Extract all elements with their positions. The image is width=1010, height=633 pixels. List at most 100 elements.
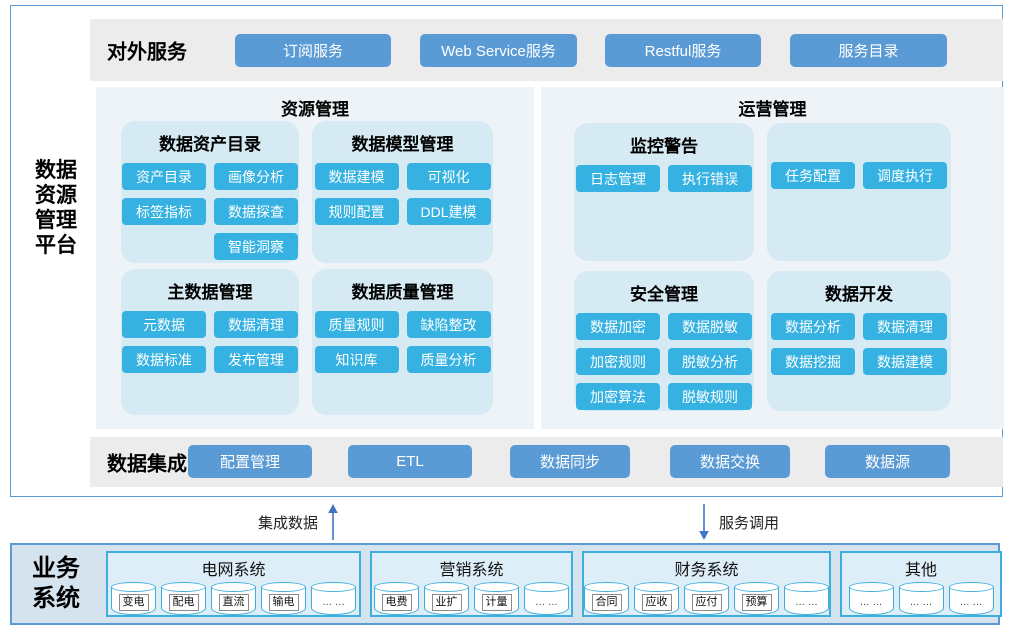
integration-block-etl: ETL xyxy=(348,445,472,478)
group-monitor-alerts: 监控警告 日志管理 执行错误 xyxy=(574,123,754,261)
external-services-label: 对外服务 xyxy=(107,41,187,64)
database-cylinder-icon: 变电 xyxy=(111,582,156,615)
integrate-data-flow: 集成数据 xyxy=(258,504,339,540)
integration-block-config: 配置管理 xyxy=(188,445,312,478)
group-buttons: 数据分析 数据清理 数据挖掘 数据建模 xyxy=(771,313,947,375)
platform-title-line: 资源 xyxy=(35,184,77,207)
group-title: 监控警告 xyxy=(630,137,698,156)
group-master-data-mgmt: 主数据管理 元数据 数据清理 数据标准 发布管理 xyxy=(121,269,299,415)
feature-block: 缺陷整改 xyxy=(406,311,491,338)
database-label: 业扩 xyxy=(431,594,462,611)
database-row: … … … … … … xyxy=(848,582,994,615)
system-title: 财务系统 xyxy=(674,562,739,579)
database-label: … … xyxy=(959,597,983,608)
database-cylinder-icon: … … xyxy=(898,582,944,615)
platform-title-line: 管理 xyxy=(35,209,77,232)
feature-block: DDL建模 xyxy=(406,198,491,225)
feature-block: 脱敏规则 xyxy=(668,383,752,410)
database-cylinder-icon: 业扩 xyxy=(424,582,469,615)
operations-panel: 运营管理 监控警告 日志管理 执行错误 任务配置 调度执行 安全管理 数据加密 … xyxy=(541,87,1004,429)
feature-block: 数据探查 xyxy=(214,198,298,225)
group-title: 安全管理 xyxy=(630,285,698,304)
database-cylinder-icon: 电费 xyxy=(374,582,419,615)
service-block-restful: Restful服务 xyxy=(605,34,761,67)
database-label: 应付 xyxy=(691,594,722,611)
group-buttons: 元数据 数据清理 数据标准 发布管理 xyxy=(122,311,298,373)
database-label: 计量 xyxy=(481,594,512,611)
group-title: 数据开发 xyxy=(825,285,893,304)
feature-block: 数据标准 xyxy=(122,346,206,373)
database-cylinder-icon: 应付 xyxy=(684,582,729,615)
feature-block: 智能洞察 xyxy=(214,233,298,260)
feature-block: 标签指标 xyxy=(122,198,206,225)
group-buttons: 日志管理 执行错误 xyxy=(576,165,752,192)
database-label: 应收 xyxy=(641,594,672,611)
database-cylinder-icon: … … xyxy=(848,582,894,615)
system-box-other: 其他 … … … … … … xyxy=(840,551,1002,617)
business-label-line: 系统 xyxy=(32,585,80,612)
feature-block: 数据建模 xyxy=(314,163,399,190)
feature-block: 日志管理 xyxy=(576,165,660,192)
resource-panel-title: 资源管理 xyxy=(281,100,349,119)
feature-block: 数据加密 xyxy=(576,313,660,340)
service-call-flow: 服务调用 xyxy=(698,504,779,540)
database-label: 预算 xyxy=(741,594,772,611)
database-label: … … xyxy=(859,597,883,608)
feature-block: 执行错误 xyxy=(668,165,752,192)
business-systems-label: 业务 系统 xyxy=(15,554,97,614)
database-cylinder-icon: 输电 xyxy=(261,582,306,615)
system-box-power-grid: 电网系统 变电 配电 直流 输电 … … xyxy=(106,551,361,617)
group-security-mgmt: 安全管理 数据加密 数据脱敏 加密规则 脱敏分析 加密算法 脱敏规则 xyxy=(574,271,754,411)
system-box-finance: 财务系统 合同 应收 应付 预算 … … xyxy=(582,551,831,617)
feature-block: 质量分析 xyxy=(406,346,491,373)
feature-block: 元数据 xyxy=(122,311,206,338)
feature-block: 加密算法 xyxy=(576,383,660,410)
database-label: 输电 xyxy=(268,594,299,611)
group-title: 数据模型管理 xyxy=(351,135,454,154)
system-title: 其他 xyxy=(904,562,937,579)
group-title: 数据质量管理 xyxy=(351,283,454,302)
business-systems-band: 业务 系统 电网系统 变电 配电 直流 输电 … … 营销系统 电费 业扩 计量… xyxy=(10,543,1002,625)
feature-block: 数据清理 xyxy=(214,311,298,338)
database-cylinder-icon: … … xyxy=(948,582,994,615)
system-title: 电网系统 xyxy=(201,562,266,579)
group-task-scheduling: 任务配置 调度执行 xyxy=(767,123,951,261)
system-box-marketing: 营销系统 电费 业扩 计量 … … xyxy=(370,551,573,617)
down-arrow-icon xyxy=(699,504,709,540)
group-buttons: 任务配置 调度执行 xyxy=(771,162,947,189)
database-cylinder-icon: 应收 xyxy=(634,582,679,615)
external-services-row: 对外服务 订阅服务 Web Service服务 Restful服务 服务目录 xyxy=(90,19,1003,81)
group-buttons: 资产目录 画像分析 标签指标 数据探查 智能洞察 xyxy=(122,163,298,260)
database-row: 变电 配电 直流 输电 … … xyxy=(111,582,356,615)
feature-block: 资产目录 xyxy=(122,163,206,190)
feature-block: 数据清理 xyxy=(863,313,947,340)
database-cylinder-icon: 合同 xyxy=(584,582,629,615)
database-label: 直流 xyxy=(218,594,249,611)
feature-block: 数据分析 xyxy=(771,313,855,340)
operations-panel-title: 运营管理 xyxy=(738,100,807,119)
feature-block: 数据建模 xyxy=(863,348,947,375)
group-title: 主数据管理 xyxy=(167,283,253,302)
group-data-development: 数据开发 数据分析 数据清理 数据挖掘 数据建模 xyxy=(767,271,951,411)
integrate-data-label: 集成数据 xyxy=(258,514,319,532)
feature-block: 知识库 xyxy=(314,346,399,373)
integration-block-exchange: 数据交换 xyxy=(670,445,790,478)
group-data-model-mgmt: 数据模型管理 数据建模 可视化 规则配置 DDL建模 xyxy=(312,121,493,263)
service-block-subscribe: 订阅服务 xyxy=(235,34,391,67)
database-label: 配电 xyxy=(168,594,199,611)
business-label-line: 业务 xyxy=(32,555,80,582)
database-label: … … xyxy=(795,597,818,608)
platform-title: 数据 资源 管理 平台 xyxy=(21,158,91,258)
service-block-catalog: 服务目录 xyxy=(790,34,947,67)
feature-block: 脱敏分析 xyxy=(668,348,752,375)
database-cylinder-icon: … … xyxy=(311,582,356,615)
feature-block: 数据挖掘 xyxy=(771,348,855,375)
service-call-label: 服务调用 xyxy=(719,514,780,532)
integration-block-datasource: 数据源 xyxy=(825,445,950,478)
database-label: … … xyxy=(909,597,933,608)
database-row: 电费 业扩 计量 … … xyxy=(374,582,569,615)
database-label: 合同 xyxy=(591,594,622,611)
data-integration-label: 数据集成 xyxy=(107,453,187,476)
feature-block: 可视化 xyxy=(406,163,491,190)
platform-title-line: 数据 xyxy=(35,159,77,182)
